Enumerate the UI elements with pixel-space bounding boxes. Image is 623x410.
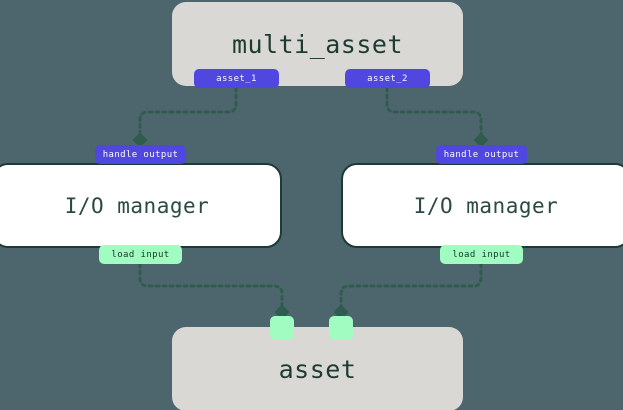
badge-asset-2-label: asset_2 <box>367 73 408 84</box>
badge-handle-output-right[interactable]: handle output <box>436 145 527 164</box>
edge-asset2-to-handle-output-right <box>385 86 489 148</box>
node-io-manager-left[interactable]: I/O manager <box>0 163 282 248</box>
edge-load-input-left-to-asset-input-1 <box>138 262 290 320</box>
badge-handle-output-left[interactable]: handle output <box>95 145 186 164</box>
badge-asset-input-1[interactable] <box>270 316 294 340</box>
edge-asset1-to-handle-output-left <box>132 86 238 148</box>
badge-asset-2[interactable]: asset_2 <box>345 69 430 88</box>
badge-asset-1-label: asset_1 <box>216 73 257 84</box>
node-asset-label: asset <box>278 354 357 384</box>
badge-asset-1[interactable]: asset_1 <box>194 69 279 88</box>
node-io-manager-right-label: I/O manager <box>413 193 559 218</box>
badge-handle-output-left-label: handle output <box>102 149 179 160</box>
badge-load-input-left[interactable]: load input <box>99 245 182 264</box>
node-multi-asset-label: multi_asset <box>231 29 404 59</box>
badge-load-input-right[interactable]: load input <box>440 245 523 264</box>
badge-asset-input-2[interactable] <box>329 316 353 340</box>
badge-load-input-left-label: load input <box>111 249 170 260</box>
node-io-manager-left-label: I/O manager <box>64 193 210 218</box>
node-asset[interactable]: asset <box>172 327 463 410</box>
edge-load-input-right-to-asset-input-2 <box>333 262 483 320</box>
badge-load-input-right-label: load input <box>452 249 511 260</box>
badge-handle-output-right-label: handle output <box>443 149 520 160</box>
node-io-manager-right[interactable]: I/O manager <box>341 163 623 248</box>
